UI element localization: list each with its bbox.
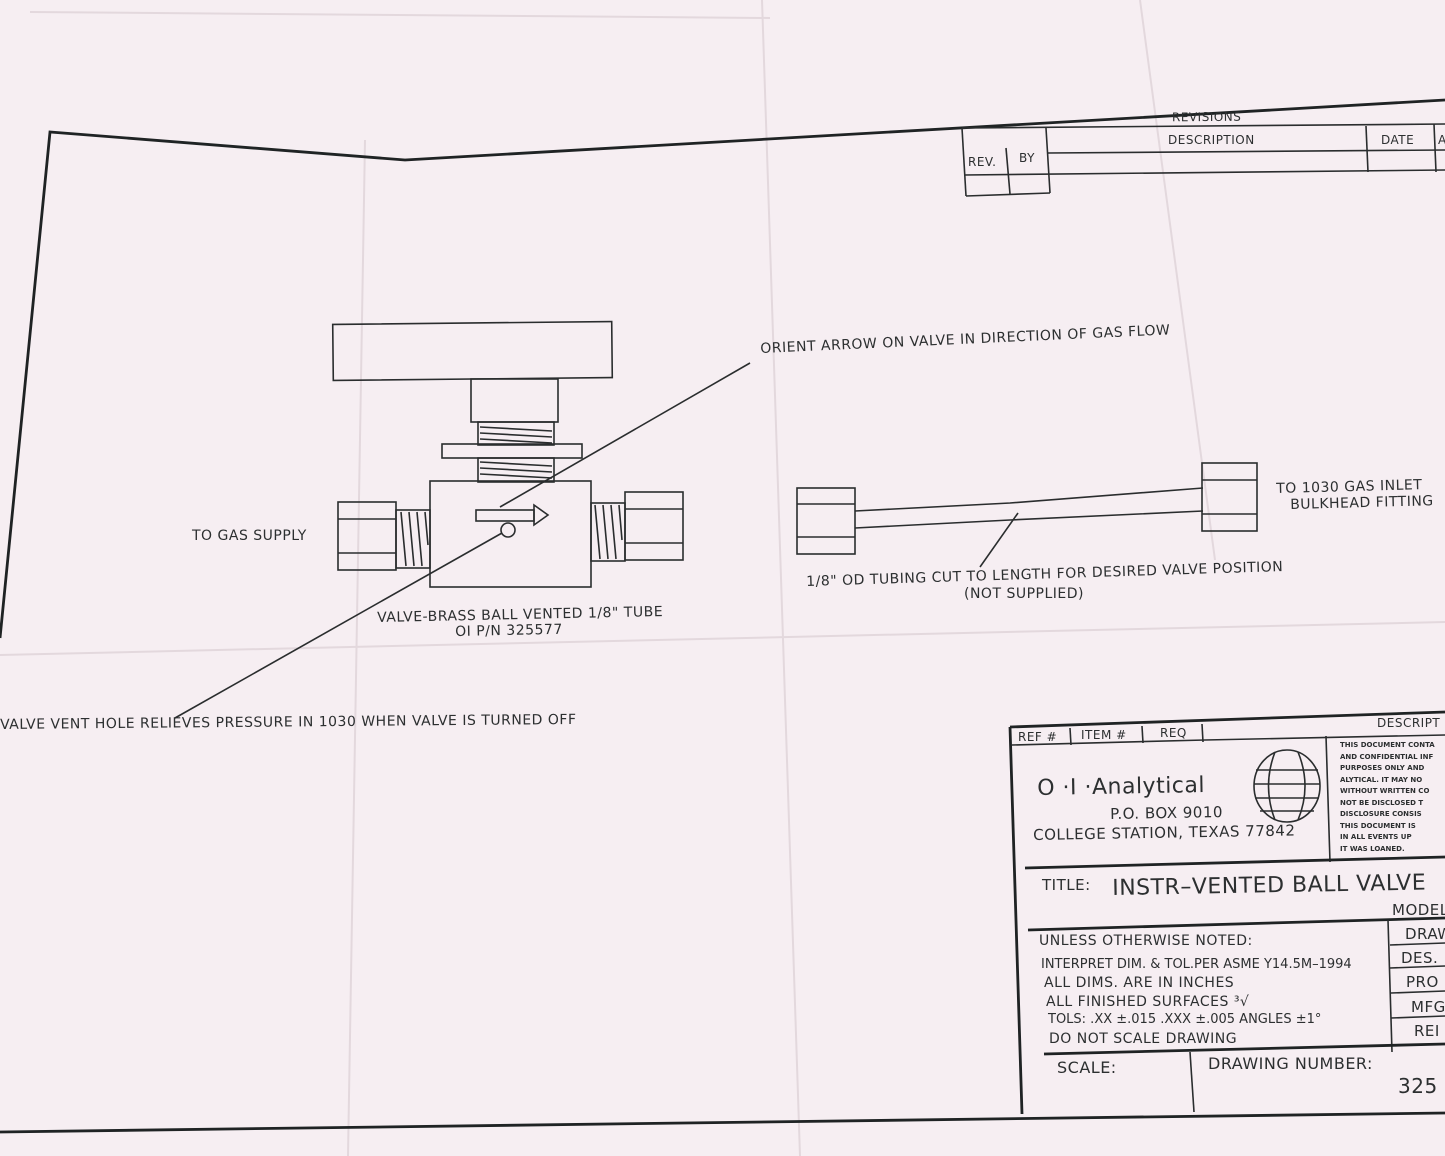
scale-label: SCALE: bbox=[1057, 1058, 1117, 1077]
confidential-notice: THIS DOCUMENT CONTA AND CONFIDENTIAL INF… bbox=[1340, 740, 1435, 855]
model-label: MODEL bbox=[1392, 901, 1445, 919]
confidential-line: DISCLOSURE CONSIS bbox=[1340, 810, 1422, 818]
confidential-line: THIS DOCUMENT IS bbox=[1340, 821, 1416, 830]
confidential-line: IT WAS LOANED. bbox=[1340, 844, 1405, 853]
do-not-scale-note: DO NOT SCALE DRAWING bbox=[1049, 1031, 1238, 1047]
confidential-line: IN ALL EVENTS UP bbox=[1340, 833, 1412, 841]
all-dims-note: ALL DIMS. ARE IN INCHES bbox=[1044, 975, 1235, 991]
confidential-line: NOT BE DISCLOSED T bbox=[1340, 798, 1424, 807]
drawing-number-value: 325 bbox=[1398, 1074, 1438, 1098]
note-valve-line2: OI P/N 325577 bbox=[455, 621, 563, 640]
revisions-col-a: A bbox=[1438, 133, 1445, 147]
confidential-line: ALYTICAL. IT MAY NO bbox=[1340, 775, 1423, 784]
revisions-col-date: DATE bbox=[1381, 133, 1415, 147]
title-block-lines bbox=[1008, 710, 1445, 1115]
side-label-drawn: DRAW bbox=[1405, 925, 1445, 943]
confidential-line: WITHOUT WRITTEN CO bbox=[1340, 787, 1430, 795]
tb-col-description: DESCRIPT bbox=[1377, 716, 1441, 730]
company-name: O ·I ·Analytical bbox=[1037, 773, 1206, 801]
unless-noted: UNLESS OTHERWISE NOTED: bbox=[1039, 933, 1253, 949]
finished-surfaces-note: ALL FINISHED SURFACES ³√ bbox=[1046, 994, 1250, 1010]
leader-lines bbox=[174, 362, 1019, 719]
revisions-title: REVISIONS bbox=[1171, 109, 1242, 125]
tb-col-req: REQ bbox=[1160, 726, 1187, 740]
tolerances-note: TOLS: .XX ±.015 .XXX ±.005 ANGLES ±1° bbox=[1048, 1012, 1322, 1027]
side-label-mfg: MFG bbox=[1411, 998, 1445, 1016]
drawing-border bbox=[0, 98, 1445, 1134]
tb-col-item: ITEM # bbox=[1081, 728, 1127, 742]
note-to-gas-supply: TO GAS SUPPLY bbox=[192, 528, 307, 544]
revisions-col-rev: REV. bbox=[968, 155, 997, 169]
revisions-col-description: DESCRIPTION bbox=[1168, 133, 1255, 147]
tb-col-ref: REF # bbox=[1018, 730, 1058, 744]
title-label: TITLE: bbox=[1042, 876, 1091, 894]
side-label-project: PRO bbox=[1406, 973, 1439, 991]
revisions-table-lines bbox=[961, 123, 1445, 197]
side-label-rei: REI bbox=[1414, 1022, 1440, 1040]
note-tubing-line2: (NOT SUPPLIED) bbox=[964, 586, 1084, 602]
confidential-line: AND CONFIDENTIAL INF bbox=[1340, 752, 1434, 761]
company-logo-icon bbox=[1253, 749, 1321, 823]
drawing-number-label: DRAWING NUMBER: bbox=[1208, 1054, 1373, 1073]
tubing-drawing bbox=[796, 462, 1258, 555]
company-address-line1: P.O. BOX 9010 bbox=[1110, 803, 1224, 823]
confidential-line: PURPOSES ONLY AND bbox=[1340, 764, 1425, 772]
revisions-col-by: BY bbox=[1019, 151, 1035, 165]
side-label-designed: DES. bbox=[1401, 949, 1439, 967]
ball-valve-drawing bbox=[331, 320, 684, 588]
interpret-note: INTERPRET DIM. & TOL.PER ASME Y14.5M–199… bbox=[1041, 957, 1352, 972]
confidential-line: THIS DOCUMENT CONTA bbox=[1340, 741, 1435, 749]
